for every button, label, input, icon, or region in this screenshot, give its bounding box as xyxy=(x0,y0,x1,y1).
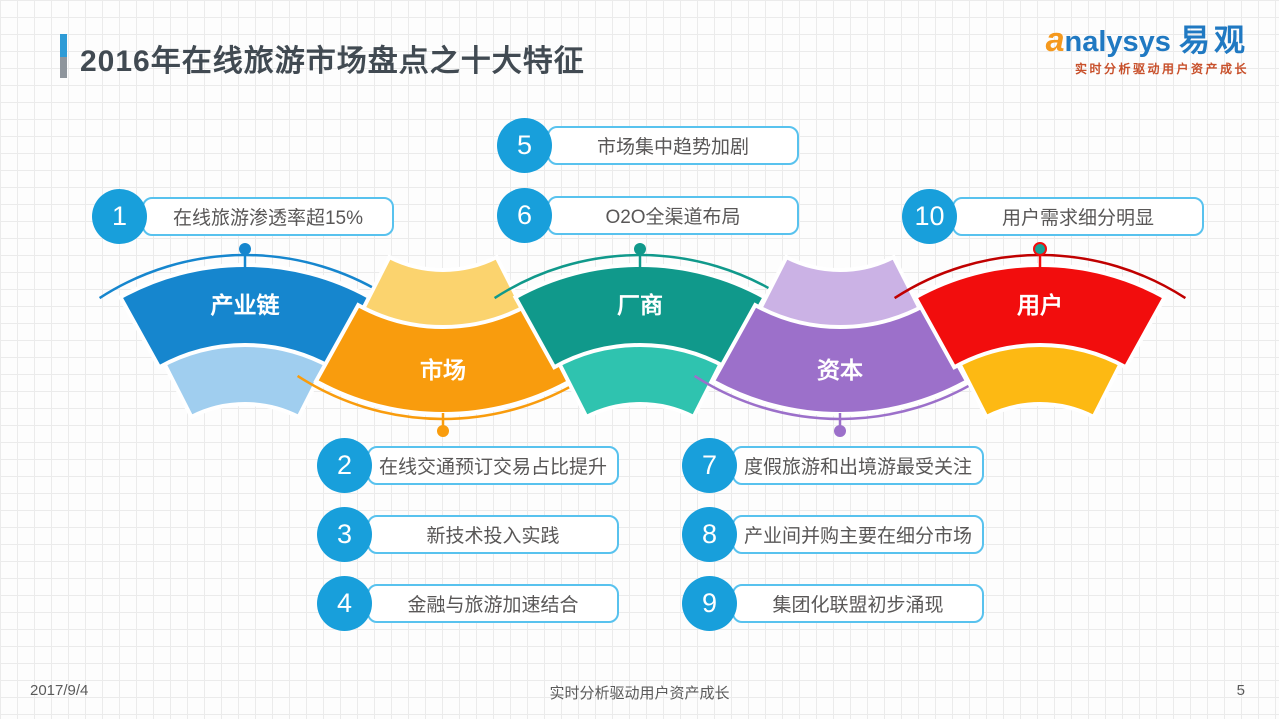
callout-3-number-badge: 3 xyxy=(317,507,372,562)
fan-industry-chain: 产业链 xyxy=(98,243,392,420)
title-accent-bar xyxy=(60,34,67,78)
fan-capital-label: 资本 xyxy=(817,357,863,383)
logo-brand-chinese: 易观 xyxy=(1179,23,1249,58)
callout-8-textbox: 产业间并购主要在细分市场 xyxy=(732,515,984,554)
page-title: 2016年在线旅游市场盘点之十大特征 xyxy=(80,45,585,78)
callout-9-textbox: 集团化联盟初步涌现 xyxy=(732,584,984,623)
callout-6: 6 O2O全渠道布局 xyxy=(497,188,801,243)
callout-2: 2 在线交通预订交易占比提升 xyxy=(317,438,621,493)
fan-user-connector-dot xyxy=(1033,242,1047,256)
callout-7-number-badge: 7 xyxy=(682,438,737,493)
fan-market-connector-dot xyxy=(437,425,449,437)
footer-date: 2017/9/4 xyxy=(30,682,89,699)
callout-10-number-badge: 10 xyxy=(902,189,957,244)
fan-user-label: 用户 xyxy=(1017,292,1063,318)
logo-brand: analysys 易观 xyxy=(1045,21,1249,59)
callout-3: 3 新技术投入实践 xyxy=(317,507,621,562)
footer-slogan: 实时分析驱动用户资产成长 xyxy=(549,685,730,702)
callout-2-number-badge: 2 xyxy=(317,438,372,493)
fan-manufacturer-label: 厂商 xyxy=(617,292,663,318)
logo-tagline: 实时分析驱动用户资产成长 xyxy=(1074,62,1249,77)
callout-1: 1 在线旅游渗透率超15% xyxy=(92,189,396,244)
callout-8-number-badge: 8 xyxy=(682,507,737,562)
callout-1-textbox: 在线旅游渗透率超15% xyxy=(142,197,394,236)
fan-industry-chain-connector-dot xyxy=(239,243,251,255)
callout-2-textbox: 在线交通预订交易占比提升 xyxy=(367,446,619,485)
callout-6-textbox: O2O全渠道布局 xyxy=(547,196,799,235)
callout-9: 9 集团化联盟初步涌现 xyxy=(682,576,986,631)
fan-manufacturer: 厂商 xyxy=(493,243,787,420)
callout-7: 7 度假旅游和出境游最受关注 xyxy=(682,438,986,493)
callout-4-textbox: 金融与旅游加速结合 xyxy=(367,584,619,623)
footer-page-number: 5 xyxy=(1236,682,1245,699)
callout-3-textbox: 新技术投入实践 xyxy=(367,515,619,554)
callout-1-number-badge: 1 xyxy=(92,189,147,244)
callout-5: 5 市场集中趋势加剧 xyxy=(497,118,801,173)
logo-brand-latin: nalysys xyxy=(1064,26,1171,58)
fan-user-body xyxy=(912,262,1168,370)
callout-7-textbox: 度假旅游和出境游最受关注 xyxy=(732,446,984,485)
analysys-logo: analysys 易观 实时分析驱动用户资产成长 xyxy=(1045,21,1249,77)
fan-industry-chain-label: 产业链 xyxy=(211,292,280,318)
fan-user: 用户 xyxy=(893,242,1187,420)
callout-4: 4 金融与旅游加速结合 xyxy=(317,576,621,631)
logo-a-swirl-icon: a xyxy=(1045,21,1065,59)
callout-8: 8 产业间并购主要在细分市场 xyxy=(682,507,986,562)
fan-capital: 资本 xyxy=(693,254,987,437)
callout-10-textbox: 用户需求细分明显 xyxy=(952,197,1204,236)
fan-market-label: 市场 xyxy=(420,357,466,383)
fan-manufacturer-connector-dot xyxy=(634,243,646,255)
callout-9-number-badge: 9 xyxy=(682,576,737,631)
callout-10: 10 用户需求细分明显 xyxy=(902,189,1206,244)
callout-5-number-badge: 5 xyxy=(497,118,552,173)
callout-4-number-badge: 4 xyxy=(317,576,372,631)
callout-5-textbox: 市场集中趋势加剧 xyxy=(547,126,799,165)
callout-6-number-badge: 6 xyxy=(497,188,552,243)
fan-capital-connector-dot xyxy=(834,425,846,437)
